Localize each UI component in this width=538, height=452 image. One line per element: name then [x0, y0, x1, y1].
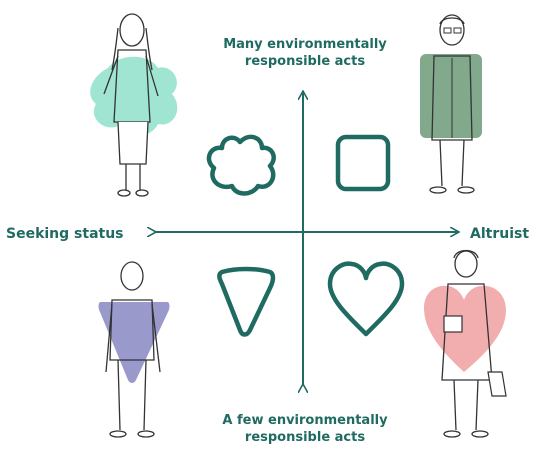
man-with-triangle-shape [98, 261, 170, 438]
triangle-icon [217, 266, 276, 337]
heart-icon [327, 261, 405, 337]
axis-bottom-label-line2: responsible acts [244, 430, 366, 445]
axis-right-label: Altruist [470, 226, 530, 242]
woman-with-flower-shape [90, 13, 178, 197]
heart-background [424, 285, 506, 372]
axis-bottom-label-line1: A few environmentally [222, 413, 388, 428]
triangle-background [98, 302, 170, 383]
flower-blob-icon [206, 134, 276, 196]
man-with-square-shape [420, 14, 482, 194]
axis-top-label-line1: Many environmentally [223, 37, 387, 52]
rounded-square-icon [335, 134, 391, 192]
square-background [420, 54, 482, 138]
axis-left-label: Seeking status [6, 226, 124, 242]
flower-blob-background [90, 56, 178, 137]
axis-bottom-label: A few environmentally responsible acts [190, 412, 420, 446]
woman-with-heart-shape [424, 249, 507, 438]
axis-top-label: Many environmentally responsible acts [190, 36, 420, 70]
axis-top-label-line2: responsible acts [244, 54, 366, 69]
